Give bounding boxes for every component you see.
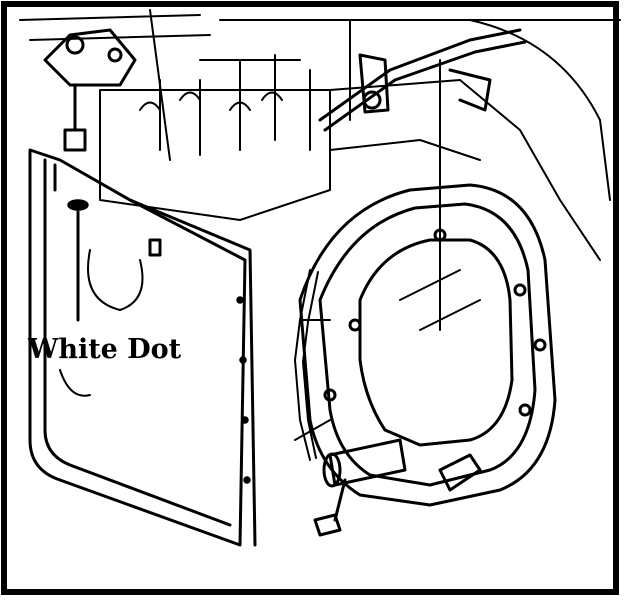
figure-frame xyxy=(1,1,619,595)
bellhousing xyxy=(298,183,557,507)
shift-cable xyxy=(318,19,527,331)
wiring-harness xyxy=(294,269,331,461)
white-dot-label: White Dot xyxy=(27,334,182,365)
dipstick-tube xyxy=(53,163,162,257)
oil-pan xyxy=(28,148,257,547)
speed-sensor xyxy=(313,478,347,537)
engine-block xyxy=(19,9,621,261)
white-dot-marker xyxy=(67,199,89,211)
throttle-linkage xyxy=(43,28,137,152)
converter-hub xyxy=(322,438,482,492)
